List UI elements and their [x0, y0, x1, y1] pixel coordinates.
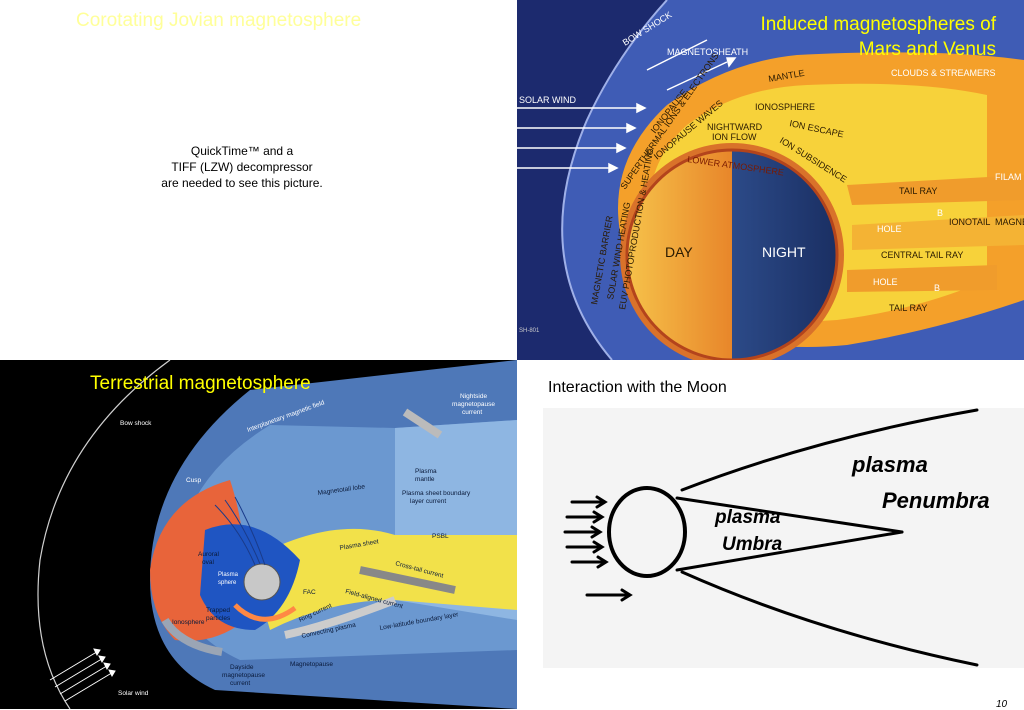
sketch-background [543, 408, 1024, 668]
mars-venus-panel: BOW SHOCK MAGNETOSHEATH SOLAR WIND CLOUD… [517, 0, 1024, 360]
credit-label: SH-801 [519, 328, 540, 334]
ionotail-label: IONOTAIL [949, 217, 990, 227]
trapped-label-1: Trapped [206, 607, 230, 614]
moon-title: Interaction with the Moon [548, 379, 727, 396]
cross-tail-arrow [359, 566, 456, 594]
bow-shock-label: Bow shock [120, 420, 152, 427]
umbra-lower-line [675, 530, 904, 572]
psbl-current-label-2: layer current [410, 498, 446, 505]
umbra-upper-line [675, 496, 904, 534]
auroral-oval-label-1: Auroral [198, 551, 220, 558]
cusp-field-lines [214, 496, 266, 566]
planet-night-side [732, 150, 837, 360]
placeholder-line: QuickTime™ and a [190, 144, 294, 158]
nightward-label: NIGHTWARD [707, 122, 763, 132]
terrestrial-diagram: Bow shock Interplanetary magnetic field … [37, 360, 517, 709]
earth-globe [243, 563, 281, 601]
solar-wind-arrows [517, 39, 737, 174]
b-label-2: B [934, 283, 940, 293]
quicktime-placeholder: QuickTime™ and a TIFF (LZW) decompressor… [140, 143, 344, 191]
filam-label: FILAM [995, 172, 1022, 182]
nightside-label-3: current [462, 409, 482, 416]
penumbra-upper-line [680, 408, 979, 492]
placeholder-line: are needed to see this picture. [161, 176, 323, 190]
plasma-sheet [250, 528, 517, 630]
dayside-label-3: current [230, 680, 250, 687]
tail-ray-upper [847, 175, 1024, 205]
mars-venus-title: Induced magnetospheres of Mars and Venus [760, 12, 996, 62]
cusp-label: Cusp [186, 477, 202, 484]
mars-title-line: Mars and Venus [858, 39, 996, 60]
dayside-label-1: Dayside [230, 664, 254, 671]
solar-wind-label: Solar wind [118, 690, 149, 697]
day-label: DAY [665, 244, 693, 260]
mars-venus-diagram: BOW SHOCK MAGNETOSHEATH SOLAR WIND CLOUD… [517, 0, 1024, 360]
bow-shock-line [561, 0, 668, 360]
terrestrial-title: Terrestrial magnetosphere [90, 373, 311, 394]
nightside-label-1: Nightside [460, 393, 487, 400]
mars-title-line: Induced magnetospheres of [760, 14, 996, 35]
clouds-streamers-label: CLOUDS & STREAMERS [891, 68, 996, 78]
page-number: 10 [996, 699, 1008, 710]
solar-wind-label: SOLAR WIND [519, 95, 577, 105]
hole-label-1: HOLE [877, 224, 902, 234]
psbl-label: PSBL [432, 533, 449, 540]
central-tail-ray [852, 215, 1024, 250]
tail-ray-lower [847, 265, 997, 292]
sketch-word-umbra: Umbra [722, 534, 783, 555]
lower-atmosphere-ring [625, 148, 839, 360]
plasma-mantle-label-1: Plasma [415, 468, 437, 475]
sketch-word-penumbra: Penumbra [882, 488, 990, 513]
auroral-oval-label-2: oval [202, 559, 214, 566]
nightside-current-arrow [402, 408, 443, 439]
magnetopause-label: Magnetopause [290, 661, 333, 668]
central-tail-ray-label: CENTRAL TAIL RAY [881, 250, 963, 260]
dayside-current-arrow [161, 617, 223, 656]
ring-current-band [233, 603, 297, 622]
moon-circle [607, 486, 687, 578]
solar-wind-arrows [49, 648, 116, 702]
magnetosheath-label: MAGNETOSHEATH [667, 47, 748, 57]
planet-day-side [627, 150, 732, 360]
night-label: NIGHT [762, 244, 806, 260]
penumbra-lower-line [680, 570, 979, 667]
sketch-word-plasma-1: plasma [851, 452, 928, 477]
terrestrial-panel: Bow shock Interplanetary magnetic field … [0, 360, 517, 709]
jovian-title: Corotating Jovian magnetosphere [76, 10, 362, 31]
dayside-label-2: magnetopause [222, 672, 265, 679]
plasmasphere-label-1: Plasma [218, 572, 239, 578]
b-label-1: B [937, 208, 943, 218]
magne-label: MAGNE [995, 217, 1024, 227]
ionosphere-label: IONOSPHERE [755, 102, 815, 112]
bow-shock-curve [37, 360, 171, 709]
tail-ray-label-2: TAIL RAY [889, 303, 927, 313]
tail-ray-label-1: TAIL RAY [899, 186, 937, 196]
moon-sketch: plasma Penumbra plasma Umbra [543, 408, 1024, 668]
fac-label: FAC [303, 589, 316, 596]
trapped-label-2: particles [206, 615, 231, 622]
placeholder-line: TIFF (LZW) decompressor [171, 160, 313, 174]
hole-label-2: HOLE [873, 277, 898, 287]
convecting-plasma-arrow [284, 596, 397, 639]
nightside-label-2: magnetopause [452, 401, 495, 408]
psbl-current-label-1: Plasma sheet boundary [402, 490, 471, 497]
moon-panel: plasma Penumbra plasma Umbra Interaction… [517, 360, 1024, 709]
sketch-word-plasma-2: plasma [714, 507, 781, 528]
plasma-mantle-label-2: mantle [415, 476, 435, 483]
plasmasphere-label-2: sphere [218, 580, 237, 586]
ion-flow-label: ION FLOW [712, 132, 757, 142]
jovian-panel: Corotating Jovian magnetosphere QuickTim… [0, 0, 517, 360]
sketch-lines [563, 408, 979, 667]
ionosphere-label: Ionosphere [172, 619, 205, 626]
